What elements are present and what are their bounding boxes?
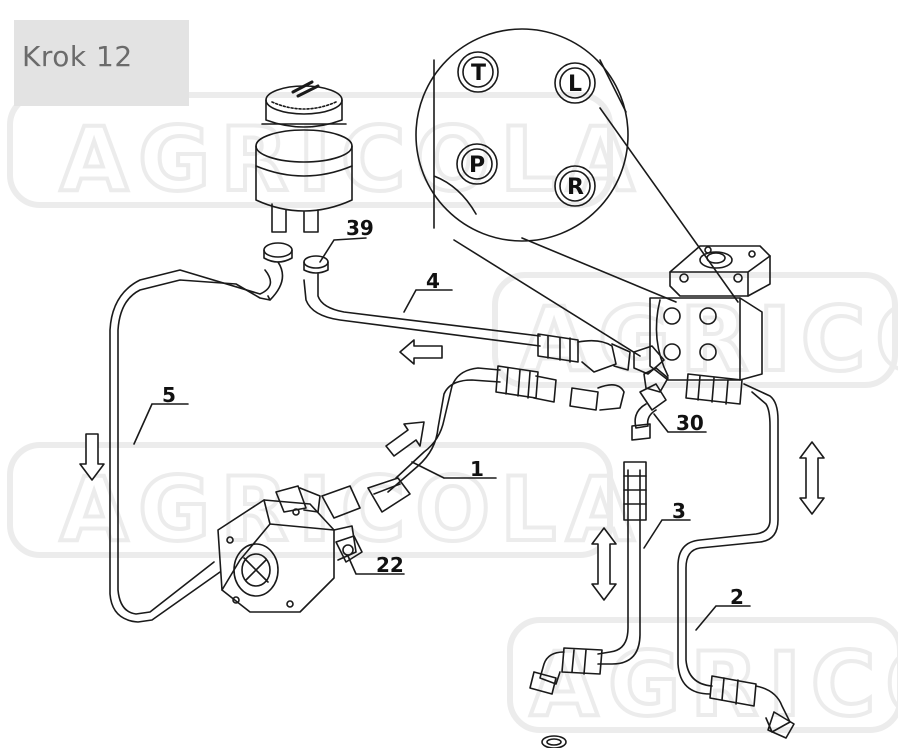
- flow-arrow-up-down-icon: [799, 441, 825, 515]
- watermark-frame: [7, 442, 613, 558]
- leader-line: [347, 555, 405, 575]
- fitting: [623, 461, 647, 521]
- leader-line: [319, 237, 367, 263]
- fitting: [367, 477, 411, 513]
- fitting-22: [335, 535, 363, 563]
- fitting: [321, 485, 361, 519]
- flow-arrow-up-right-icon: [385, 421, 425, 457]
- port-label-l: L: [568, 72, 582, 97]
- callout-4: 4: [426, 269, 440, 293]
- hose-3: [597, 469, 641, 665]
- step-badge: [14, 20, 189, 106]
- port-label-r: R: [567, 175, 584, 200]
- hydraulic-pump: [217, 485, 357, 613]
- port-label-t: T: [471, 61, 486, 86]
- callout-2: 2: [730, 585, 744, 609]
- watermark-text: AGRICOLA: [520, 288, 898, 391]
- step-label: Krok 12: [22, 40, 133, 73]
- steering-unit: [649, 245, 771, 381]
- hose-2: [677, 383, 779, 695]
- port-detail-magnifier: [415, 28, 629, 242]
- leader-line: [403, 289, 453, 313]
- fitting: [495, 365, 557, 403]
- leader-line: [695, 605, 751, 631]
- flow-arrow-up-down-icon: [591, 527, 617, 601]
- callout-22: 22: [376, 553, 404, 577]
- zoom-line: [521, 107, 739, 303]
- leader-line: [411, 461, 497, 479]
- elbow-fitting-30: [631, 383, 667, 441]
- zoom-line: [453, 239, 641, 357]
- hose-1: [387, 367, 501, 493]
- leader-line: [643, 519, 691, 549]
- leader-line: [653, 413, 707, 433]
- hose-4: [303, 273, 541, 347]
- flow-arrow-left-icon: [399, 339, 443, 365]
- fitting: [569, 384, 625, 411]
- fitting: [709, 675, 795, 739]
- fitting: [685, 373, 743, 405]
- fitting: [537, 333, 631, 373]
- port-label-p: P: [469, 153, 485, 178]
- callout-39: 39: [346, 216, 374, 240]
- callout-5: 5: [162, 383, 176, 407]
- callout-30: 30: [676, 411, 704, 435]
- watermark-frame: [7, 92, 613, 208]
- hose-clamp: [303, 255, 329, 274]
- fitting: [529, 647, 603, 695]
- leader-line: [133, 403, 189, 445]
- callout-3: 3: [672, 499, 686, 523]
- flow-arrow-down-icon: [79, 433, 105, 481]
- watermark-text: AGRICOLA: [60, 108, 644, 211]
- callout-1: 1: [470, 457, 484, 481]
- hose-5: [117, 261, 284, 615]
- hose-clamp: [263, 242, 293, 263]
- fitting: [633, 345, 669, 393]
- oil-reservoir: [255, 80, 353, 233]
- fitting: [541, 735, 567, 748]
